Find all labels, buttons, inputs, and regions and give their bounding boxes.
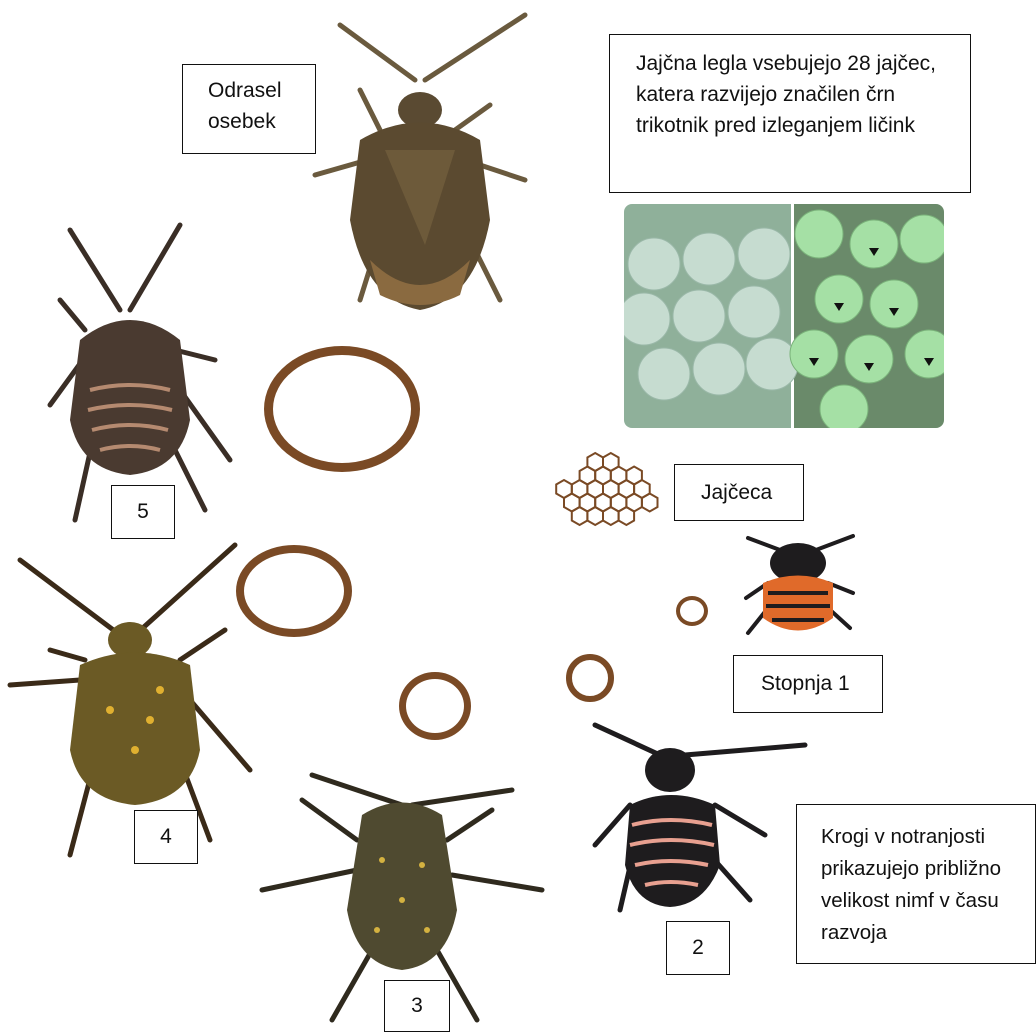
nymph-stage5-image — [30, 220, 250, 530]
circles-note-box: Krogi v notranjosti prikazujejo približn… — [796, 804, 1036, 964]
adult-label: Odrasel osebek — [182, 64, 316, 154]
size-ring-stage3 — [399, 672, 471, 740]
stage4-text: 4 — [160, 825, 172, 849]
stage3-text: 3 — [411, 994, 423, 1018]
adult-bug-image — [300, 10, 540, 310]
eggs-label-text: Jajčeca — [701, 481, 772, 504]
hexagon-cell — [572, 507, 588, 525]
stage2-text: 2 — [692, 936, 704, 960]
stage1-label: Stopnja 1 — [733, 655, 883, 713]
size-ring-stage2 — [566, 654, 614, 702]
nymph-stage1-image — [738, 528, 858, 643]
stage4-label: 4 — [134, 810, 198, 864]
adult-label-text: Odrasel osebek — [208, 79, 282, 133]
hexagon-egg-icon — [554, 452, 674, 542]
egg-note-box: Jajčna legla vsebujejo 28 jajčec, katera… — [609, 34, 971, 193]
hexagon-cell — [587, 507, 603, 525]
size-ring-stage5 — [264, 346, 420, 472]
stage1-label-text: Stopnja 1 — [761, 672, 850, 695]
eggs-label: Jajčeca — [674, 464, 804, 521]
nymph-stage2-image — [590, 715, 810, 915]
size-ring-stage1 — [676, 596, 708, 626]
egg-cluster-photo — [624, 204, 944, 428]
stage2-label: 2 — [666, 921, 730, 975]
stage5-label: 5 — [111, 485, 175, 539]
hexagon-cell — [642, 494, 658, 512]
circles-note-text: Krogi v notranjosti prikazujejo približn… — [821, 825, 1001, 944]
stage3-label: 3 — [384, 980, 450, 1032]
hexagon-cell — [603, 507, 619, 525]
hexagon-cell — [619, 507, 635, 525]
stage5-text: 5 — [137, 500, 149, 524]
egg-note-text: Jajčna legla vsebujejo 28 jajčec, katera… — [636, 52, 936, 137]
